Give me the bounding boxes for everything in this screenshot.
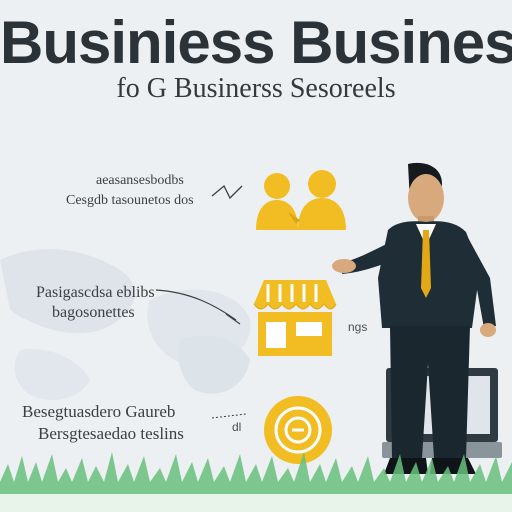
item-3-heading: Besegtuasdero Gaureb — [22, 402, 176, 421]
item-1-heading: aeasansesbodbs — [96, 173, 184, 188]
businessman-figure — [332, 162, 496, 474]
page-title: Businiess Business — [0, 9, 512, 76]
storefront-icon — [253, 280, 337, 356]
page-subtitle: fo G Businerss Sesoreels — [116, 73, 396, 104]
coin-tag: dl — [232, 420, 242, 434]
people-icon — [256, 170, 346, 230]
item-3-caption: Bersgtesaedao teslins — [38, 424, 184, 443]
coin-icon — [264, 396, 332, 464]
item-1-caption: Cesgdb tasounetos dos — [66, 193, 194, 208]
item-2-heading: Pasigascdsa eblibs — [36, 284, 155, 301]
store-tag: ngs — [348, 320, 368, 334]
grass-decoration — [0, 452, 512, 512]
item-2-caption: bagosonettes — [52, 304, 135, 321]
